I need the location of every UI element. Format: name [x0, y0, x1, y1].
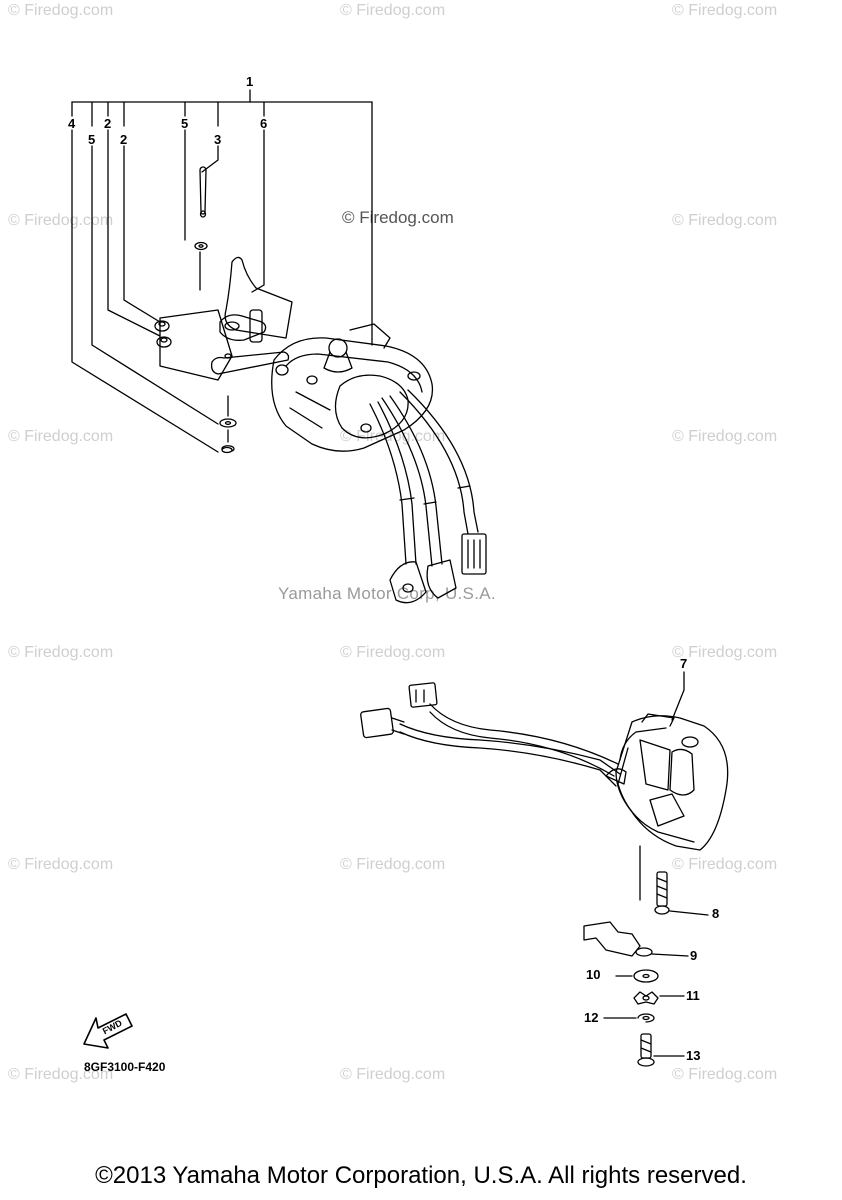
- callout-12: 12: [584, 1010, 599, 1025]
- callout-5: 5: [181, 116, 189, 131]
- watermark: © Firedog.com: [8, 212, 114, 229]
- watermark: © Firedog.com: [672, 2, 778, 19]
- leader-7: [671, 671, 685, 721]
- watermark: © Firedog.com: [340, 1066, 446, 1083]
- switch-body: [271, 323, 434, 452]
- pin-part: [194, 166, 208, 251]
- watermark: © Firedog.com: [672, 856, 778, 873]
- callout-3: 3: [214, 132, 222, 147]
- watermark: © Firedog.com: [340, 856, 446, 873]
- watermark: © Firedog.com: [672, 428, 778, 445]
- nut-parts: [154, 320, 172, 348]
- callout-10: 10: [586, 967, 601, 982]
- center-watermark: Yamaha Motor Corp, U.S.A.: [278, 584, 496, 603]
- copyright-footer: ©2013 Yamaha Motor Corporation, U.S.A. A…: [95, 1162, 747, 1189]
- callout-13: 13: [686, 1048, 701, 1063]
- wire-harness-bottom: [360, 682, 627, 787]
- watermark: © Firedog.com: [8, 644, 114, 661]
- callout-2: 2: [120, 132, 128, 147]
- watermark: © Firedog.com: [8, 2, 114, 19]
- callout-9: 9: [690, 948, 698, 963]
- leader-lines-top: [71, 89, 373, 453]
- callout-6: 6: [260, 116, 268, 131]
- callout-11: 11: [686, 988, 700, 1003]
- watermark: © Firedog.com: [672, 212, 778, 229]
- callout-8: 8: [712, 906, 720, 921]
- screw-part: [639, 845, 709, 916]
- fwd-arrow-icon: [83, 1013, 133, 1049]
- watermark: © Firedog.com: [672, 644, 778, 661]
- watermark: © Firedog.com: [8, 856, 114, 873]
- callout-1: 1: [246, 74, 254, 89]
- callout-7: 7: [680, 656, 688, 671]
- callout-2: 2: [104, 116, 112, 131]
- wire-harness-top: [369, 389, 487, 604]
- bracket-part: [583, 921, 689, 957]
- watermark: © Firedog.com: [8, 428, 114, 445]
- lever-assembly: [159, 251, 293, 443]
- watermark: © Firedog.com: [672, 1066, 778, 1083]
- bolt-part: [637, 1033, 685, 1067]
- diagram-watermark-label: © Firedog.com: [342, 208, 454, 227]
- part-code: 8GF3100-F420: [84, 1060, 166, 1074]
- callout-4: 4: [68, 116, 76, 131]
- watermark: © Firedog.com: [8, 1066, 114, 1083]
- washer-clip-parts: [219, 418, 237, 454]
- switch-housing: [615, 713, 729, 851]
- watermark: © Firedog.com: [340, 644, 446, 661]
- washer-stack: [603, 969, 685, 1023]
- watermark: © Firedog.com: [340, 2, 446, 19]
- callout-5: 5: [88, 132, 96, 147]
